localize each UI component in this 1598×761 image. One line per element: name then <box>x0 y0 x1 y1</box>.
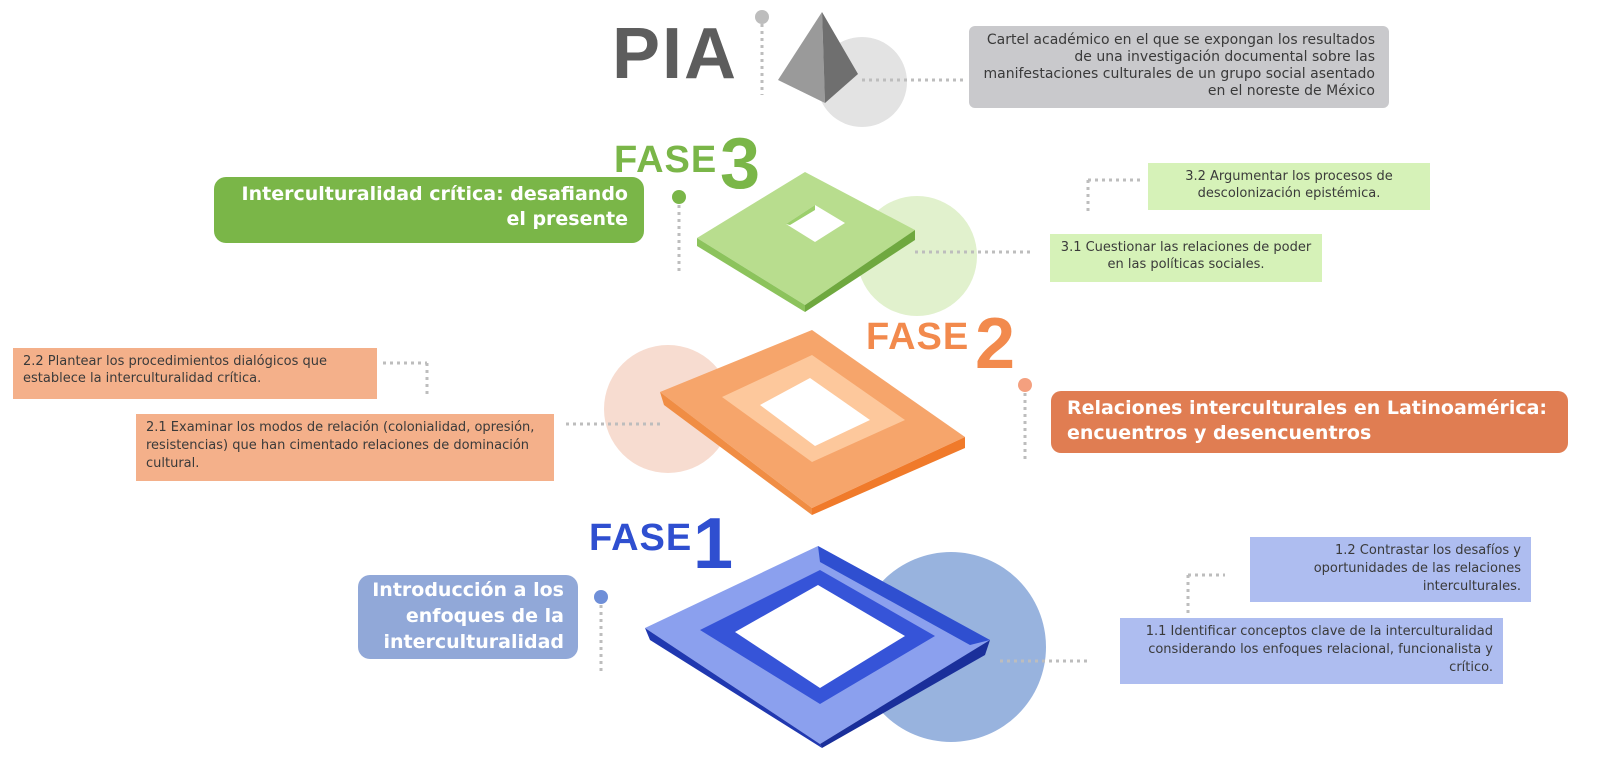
phase2-item-2: 2.2 Plantear los procedimientos dialógic… <box>13 348 377 399</box>
phase2-heading: Relaciones interculturales en Latinoamér… <box>1051 391 1568 453</box>
phase3-connectors <box>672 178 1140 272</box>
phase3-item-2: 3.2 Argumentar los procesos de descoloni… <box>1148 163 1430 210</box>
phase2-connectors <box>383 361 1032 460</box>
phase2-frame-icon <box>660 330 965 515</box>
phase1-item-2: 1.2 Contrastar los desafíos y oportunida… <box>1250 537 1531 602</box>
phase2-item-1: 2.1 Examinar los modos de relación (colo… <box>136 414 554 481</box>
phase1-connectors <box>594 573 1225 672</box>
phase3-heading: Interculturalidad crítica: desafiando el… <box>214 177 644 243</box>
phase3-number: 3 <box>720 124 761 204</box>
phase3-item-1: 3.1 Cuestionar las relaciones de poder e… <box>1050 234 1322 282</box>
pia-connectors <box>755 10 965 95</box>
phase3-frame-icon <box>697 172 915 312</box>
phase2-number: 2 <box>975 304 1016 384</box>
phase3-label: FASE <box>614 139 718 181</box>
pia-description-box: Cartel académico en el que se expongan l… <box>969 26 1389 108</box>
phase1-heading: Introducción a los enfoques de la interc… <box>358 575 578 659</box>
phase1-number: 1 <box>693 504 734 584</box>
pia-title: PIA <box>612 14 739 94</box>
phase1-frame-icon <box>645 546 990 748</box>
phase1-item-1: 1.1 Identificar conceptos clave de la in… <box>1120 618 1503 684</box>
phase2-label: FASE <box>866 316 970 358</box>
phase1-label: FASE <box>589 517 693 559</box>
pyramid-icon <box>778 12 858 103</box>
